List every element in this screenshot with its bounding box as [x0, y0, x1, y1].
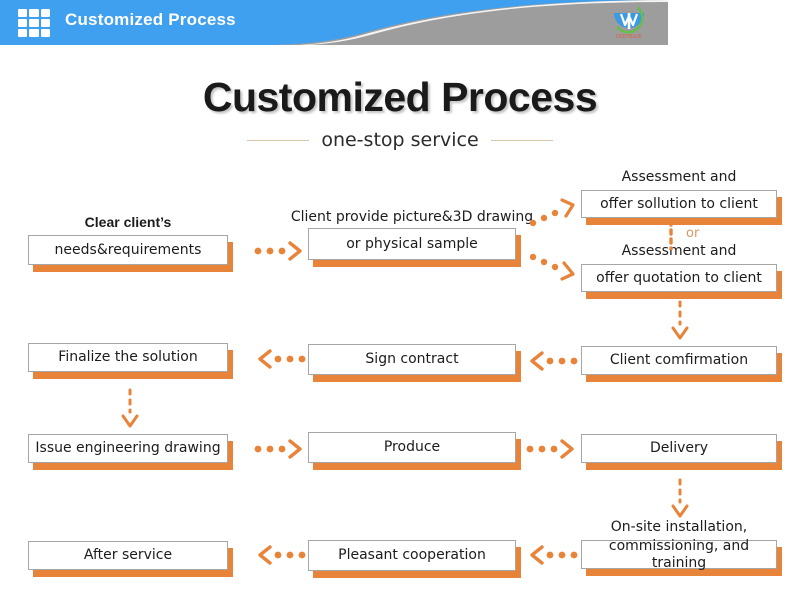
arrow-right-produce-to-delivery — [526, 439, 574, 459]
node-face: Issue engineering drawing — [28, 434, 228, 463]
header-blue-swoosh — [0, 0, 668, 45]
flow-node-after-label: After service — [83, 547, 173, 564]
node-face: Finalize the solution — [28, 343, 228, 372]
flow-node-onsite[interactable]: On-site installation, commissioning, and… — [581, 519, 782, 576]
arrow-upright-picture-to-solution — [529, 198, 575, 227]
flow-node-onsite-overlabel: On-site installation, — [610, 519, 748, 535]
flow-node-drawing-label: Issue engineering drawing — [35, 440, 221, 457]
flow-node-quotation-label: offer quotation to client — [596, 269, 762, 286]
node-face: Pleasant cooperation — [308, 540, 516, 571]
flow-node-finalize[interactable]: Finalize the solution — [28, 343, 233, 379]
flow-node-sign[interactable]: Sign contract — [308, 344, 521, 382]
flow-node-produce[interactable]: Produce — [308, 432, 521, 470]
flow-node-solution[interactable]: Assessment and offer sollution to client — [581, 169, 782, 225]
node-face: offer quotation to client — [581, 264, 777, 292]
arrow-downright-picture-to-quotation — [529, 253, 575, 281]
subtitle-text: one-stop service — [321, 129, 479, 151]
flow-node-pleasant-label: Pleasant cooperation — [338, 547, 486, 564]
page-subtitle: one-stop service — [0, 129, 800, 151]
flow-node-onsite-label: commissioning, and training — [608, 538, 750, 571]
flow-node-confirmation-label: Client comfirmation — [609, 352, 749, 369]
header-title: Customized Process — [65, 10, 236, 29]
node-face: commissioning, and training — [581, 538, 777, 571]
flow-node-pleasant[interactable]: Pleasant cooperation — [308, 540, 521, 578]
flow-node-solution-overlabel: Assessment and — [621, 169, 737, 185]
node-face: or physical sample — [308, 228, 516, 260]
brand-logo-icon: DEEPBLUE — [614, 6, 644, 40]
arrow-left-sign-to-finalize — [258, 349, 306, 369]
flow-node-sign-label: Sign contract — [365, 351, 459, 368]
flow-node-picture[interactable]: Client provide picture&3D drawing or phy… — [291, 209, 533, 267]
flow-node-produce-label: Produce — [383, 439, 441, 456]
subtitle-rule-left — [247, 139, 310, 141]
svg-text:DEEPBLUE: DEEPBLUE — [616, 34, 642, 40]
flow-node-picture-label: or physical sample — [346, 235, 478, 252]
or-label: or — [686, 226, 700, 241]
flow-node-needs-label: needs&requirements — [54, 241, 202, 258]
flow-node-delivery[interactable]: Delivery — [581, 434, 782, 470]
node-face: Produce — [308, 432, 516, 463]
flow-node-finalize-label: Finalize the solution — [58, 349, 198, 366]
flow-node-quotation[interactable]: Assessment and offer quotation to client — [581, 243, 782, 299]
flow-node-confirmation[interactable]: Client comfirmation — [581, 346, 782, 382]
node-face: needs&requirements — [28, 235, 228, 265]
node-face: Client comfirmation — [581, 346, 777, 375]
page-title: Customized Process — [202, 74, 598, 120]
arrow-left-onsite-to-pleasant — [530, 545, 578, 565]
connector-or-divider — [669, 220, 673, 250]
flow-node-after[interactable]: After service — [28, 541, 233, 577]
arrow-left-pleasant-to-after — [258, 545, 306, 565]
flow-node-quotation-overlabel: Assessment and — [621, 243, 737, 259]
arrow-right-needs-to-picture — [254, 241, 302, 261]
node-face: Delivery — [581, 434, 777, 463]
flow-node-delivery-label: Delivery — [649, 440, 709, 457]
grid-apps-icon[interactable] — [18, 9, 50, 37]
subtitle-rule-right — [490, 139, 553, 141]
node-face: After service — [28, 541, 228, 570]
node-face: Sign contract — [308, 344, 516, 375]
arrow-left-confirmation-to-sign — [530, 351, 578, 371]
arrow-down-delivery-to-onsite — [671, 478, 689, 518]
arrow-right-drawing-to-produce — [254, 439, 302, 459]
node-face: offer sollution to client — [581, 190, 777, 218]
flow-node-needs[interactable]: Clear client’s needs&requirements — [28, 214, 233, 272]
flow-node-solution-label: offer sollution to client — [600, 195, 758, 212]
flow-node-needs-overlabel: Clear client’s — [84, 214, 172, 230]
app-header: Customized Process DEEPBLUE — [0, 0, 668, 45]
flow-node-drawing[interactable]: Issue engineering drawing — [28, 434, 233, 470]
flow-node-picture-overlabel: Client provide picture&3D drawing — [290, 209, 534, 225]
arrow-down-quotation-to-confirmation — [671, 300, 689, 340]
arrow-down-finalize-to-drawing — [121, 388, 139, 428]
